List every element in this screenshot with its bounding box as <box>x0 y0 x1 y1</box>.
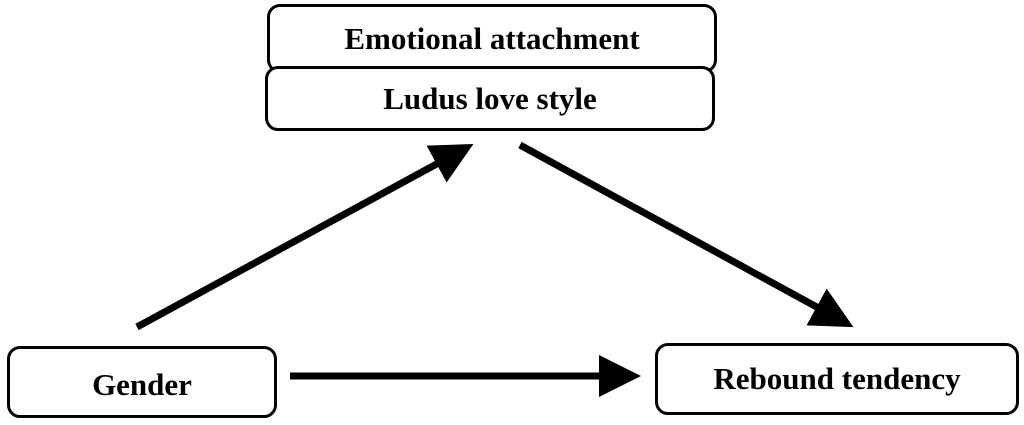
node-rebound-tendency: Rebound tendency <box>655 343 1019 415</box>
node-ludus-love-style: Ludus love style <box>265 66 715 131</box>
arrow-mediators-to-rebound <box>518 141 854 328</box>
node-rebound-tendency-label: Rebound tendency <box>713 361 961 396</box>
node-emotional-attachment: Emotional attachment <box>267 4 717 73</box>
arrow-gender-to-mediators <box>135 143 474 331</box>
node-ludus-love-style-label: Ludus love style <box>383 80 597 116</box>
node-emotional-attachment-label: Emotional attachment <box>344 20 640 56</box>
node-gender-label: Gender <box>92 367 192 402</box>
node-gender: Gender <box>7 346 277 418</box>
